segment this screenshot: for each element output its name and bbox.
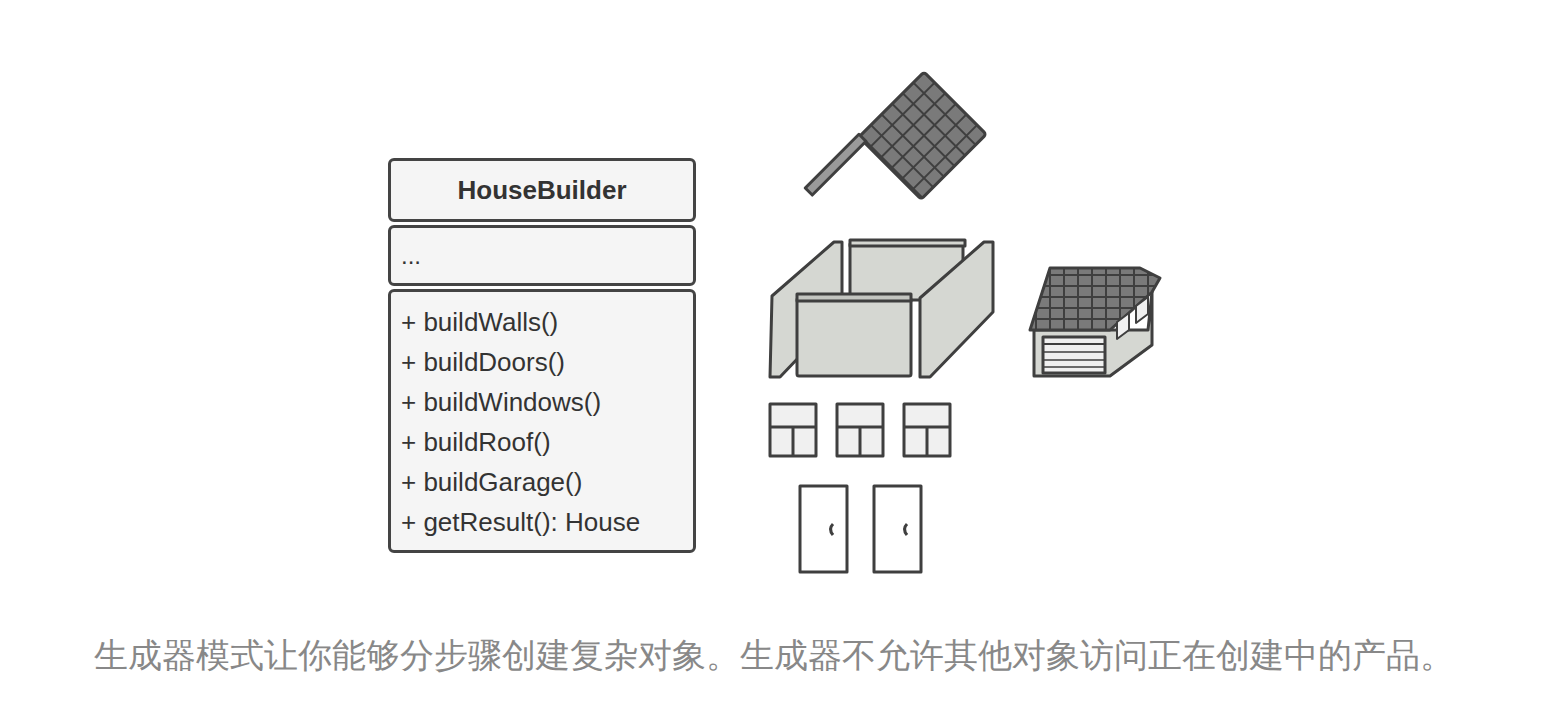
garage: [1030, 268, 1160, 376]
method-name: + getResult(): House: [401, 502, 683, 542]
class-name-compartment: HouseBuilder: [388, 158, 696, 222]
method-name: + buildGarage(): [401, 462, 683, 502]
attributes-placeholder: ...: [401, 242, 421, 269]
method-name: + buildRoof(): [401, 422, 683, 462]
roof: [805, 71, 986, 252]
figure-caption: 生成器模式让你能够分步骤创建复杂对象。生成器不允许其他对象访问正在创建中的产品。: [0, 632, 1548, 678]
method-name: + buildDoors(): [401, 342, 683, 382]
methods-compartment: + buildWalls()+ buildDoors()+ buildWindo…: [388, 289, 696, 553]
attributes-compartment: ...: [388, 225, 696, 286]
class-name: HouseBuilder: [457, 175, 626, 205]
method-name: + buildWindows(): [401, 382, 683, 422]
doors: [800, 486, 921, 572]
windows: [770, 404, 950, 456]
method-name: + buildWalls(): [401, 302, 683, 342]
walls: [770, 240, 993, 377]
class-box: HouseBuilder... + buildWalls()+ buildDoor…: [388, 158, 696, 556]
